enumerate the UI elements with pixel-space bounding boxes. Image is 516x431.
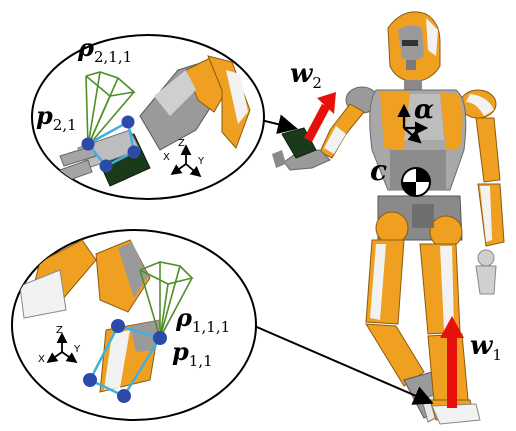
com-marker	[401, 167, 431, 197]
contact-points-top	[81, 115, 141, 173]
p-21-label: p2,1	[36, 101, 77, 134]
w1-label: w1	[470, 331, 502, 364]
callout-line-foot	[235, 317, 434, 405]
w2-label: w2	[290, 59, 322, 92]
axes-bottom	[46, 332, 78, 364]
alpha-label: α	[414, 95, 434, 125]
rho-211-label: ρ2,1,1	[77, 33, 132, 66]
wrench-arrow-w1	[440, 316, 464, 408]
axis-x-top: X	[163, 152, 170, 163]
com-label: c	[370, 154, 387, 187]
robot-head	[387, 11, 441, 83]
friction-cone-top	[85, 71, 136, 147]
robot-pelvis	[375, 195, 463, 249]
axis-y-bottom: Y	[73, 344, 81, 355]
robot-leg-right	[419, 243, 481, 425]
foot-zoom-inset: Z X Y ρ1,1,1 p1,1	[11, 229, 257, 421]
wrench-arrow-w2	[304, 92, 336, 143]
axes-top	[170, 144, 202, 178]
rho-111-label: ρ1,1,1	[175, 303, 230, 336]
p-11-label: p1,1	[172, 337, 213, 370]
axis-y-top: Y	[197, 156, 205, 167]
contact-points-bottom	[83, 319, 167, 403]
axis-z-bottom: Z	[56, 325, 63, 336]
robot-arm-right	[475, 117, 505, 295]
base-frame-axes	[397, 103, 429, 144]
robot-neck	[404, 80, 422, 92]
axis-x-bottom: X	[38, 354, 45, 365]
hand-zoom-inset: Z X Y ρ2,1,1 p2,1	[31, 33, 265, 200]
friction-cone-bottom	[139, 261, 194, 339]
axis-z-top: Z	[178, 138, 185, 149]
